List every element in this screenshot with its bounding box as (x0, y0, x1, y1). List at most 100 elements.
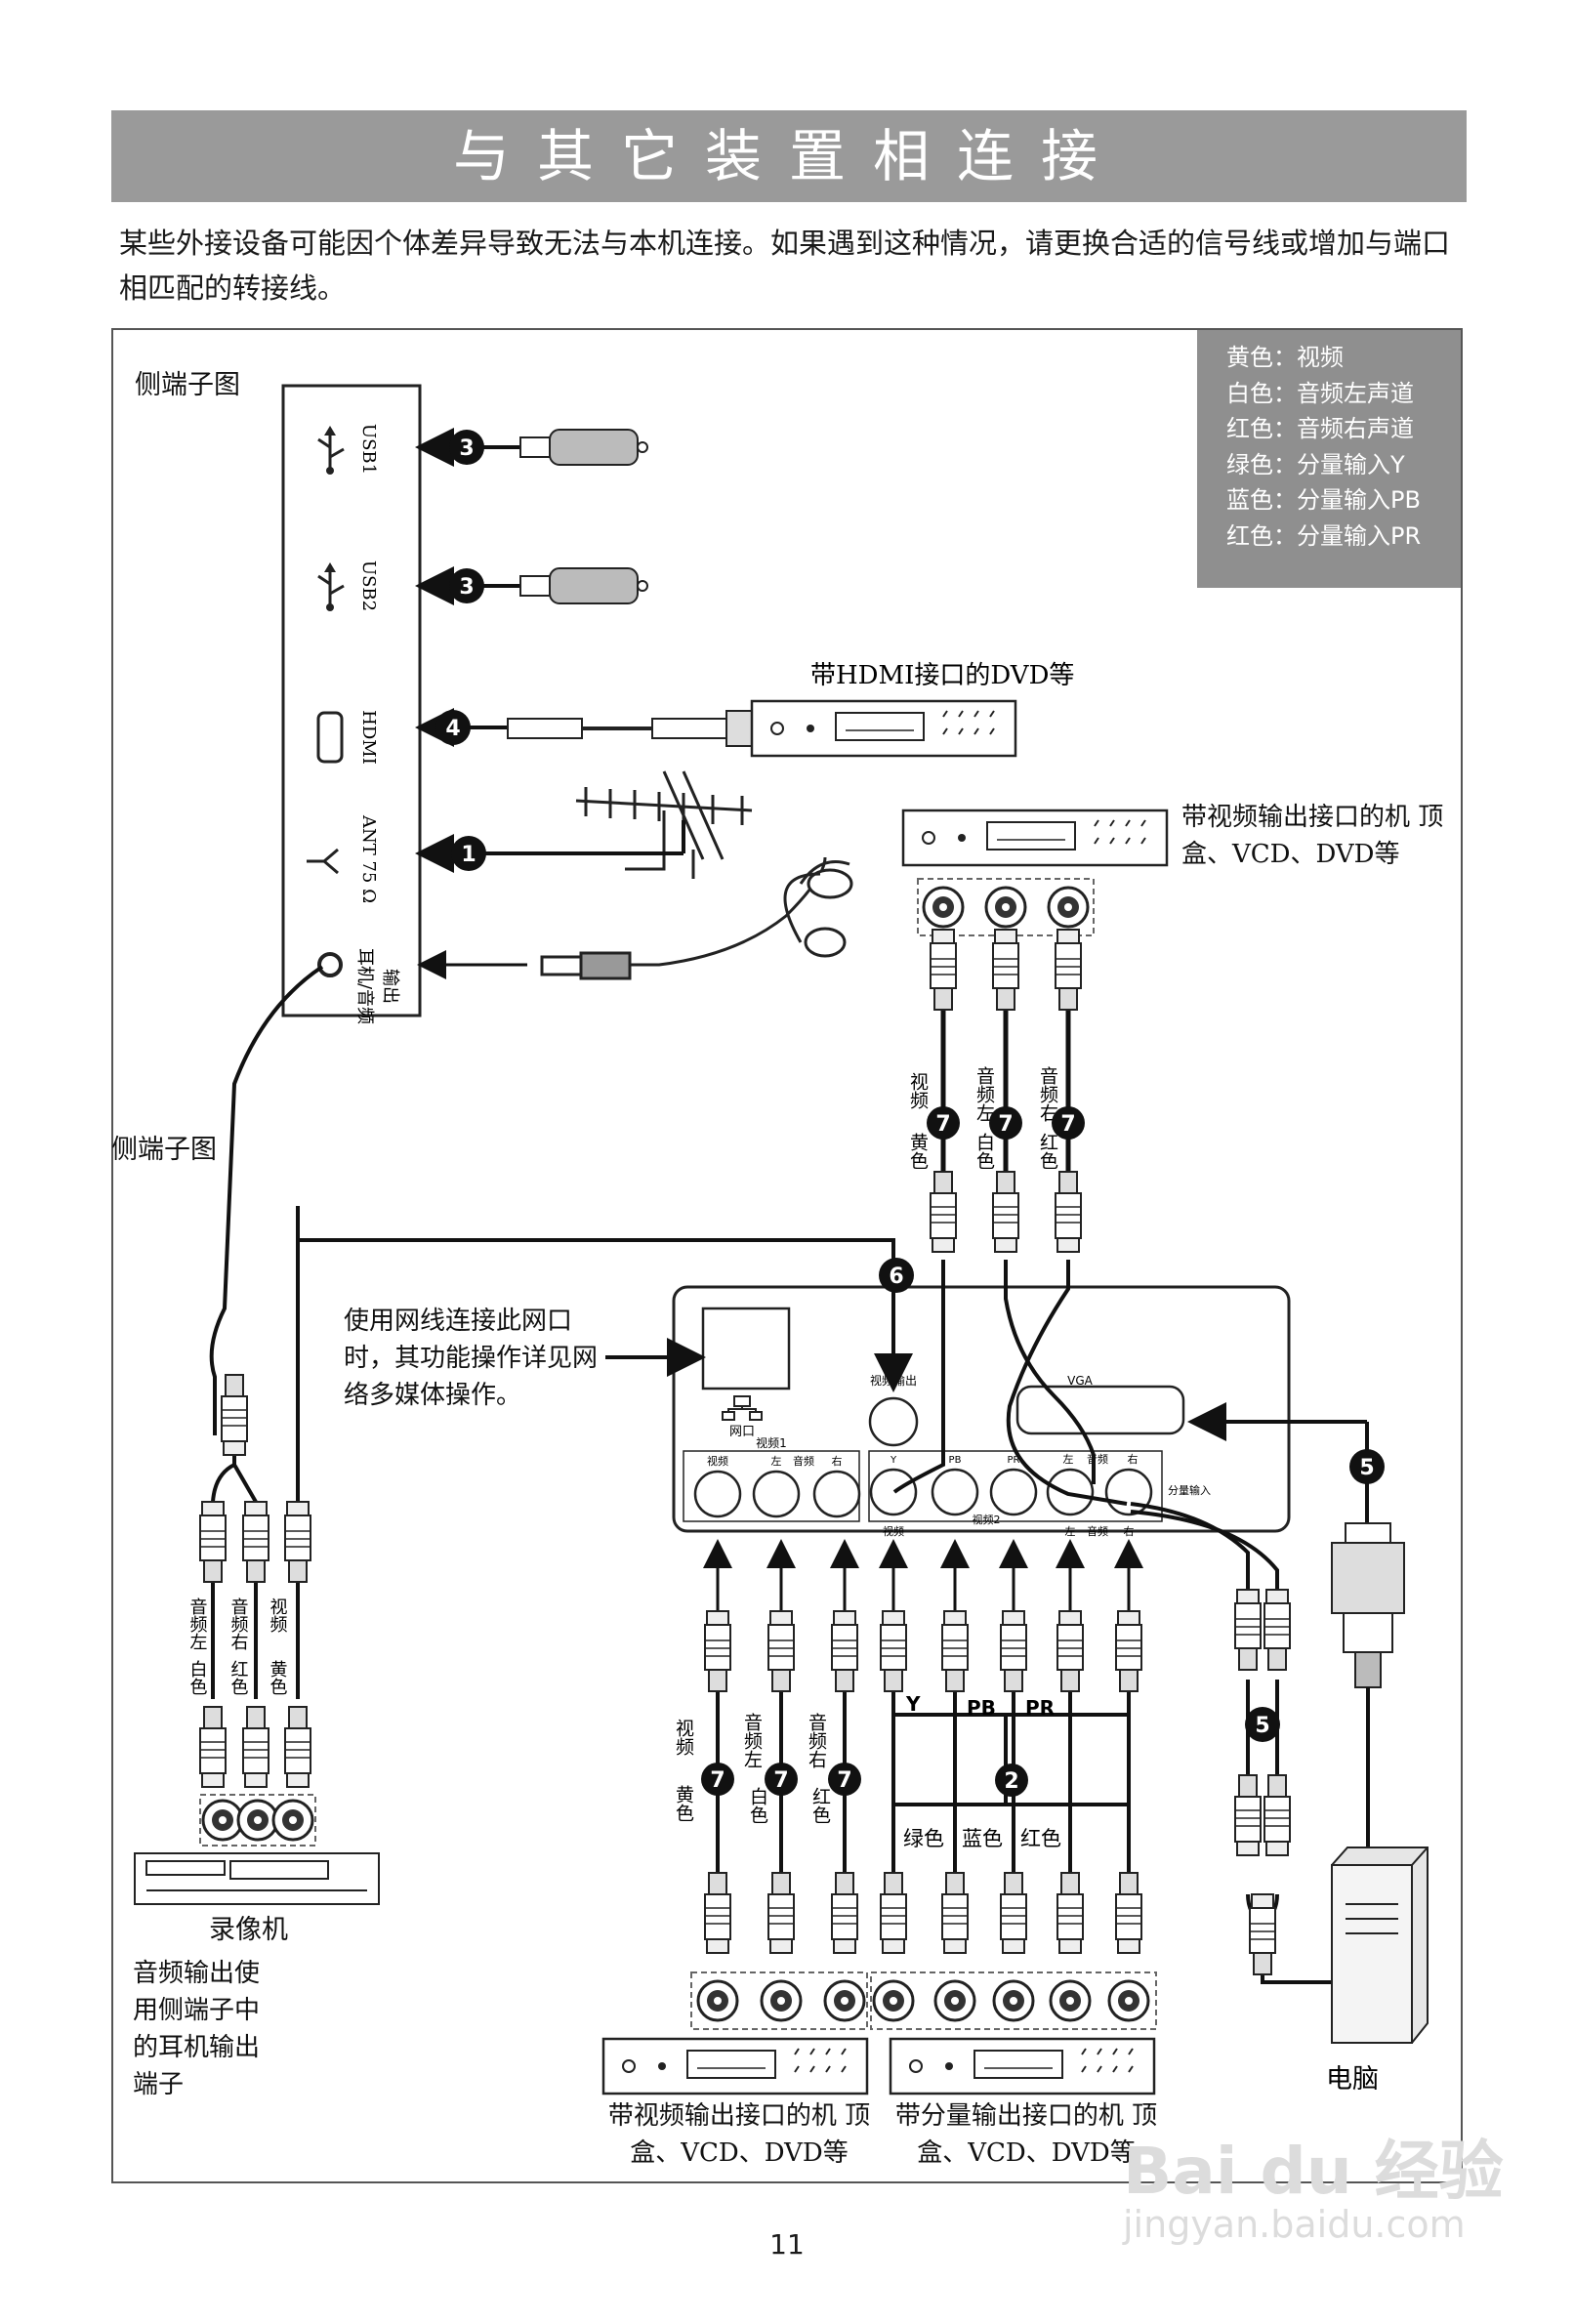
svg-text:3: 3 (459, 575, 474, 600)
vcr-cable-label: 音频右 (228, 1598, 249, 1650)
component-box-bottom-label: 带分量输出接口的机 顶盒、VCD、DVD等 (894, 2101, 1158, 2168)
usb-icon (317, 426, 345, 475)
hdmi-dvd-label: 带HDMI接口的DVD等 (810, 661, 1074, 690)
badge: 7 (989, 1106, 1022, 1140)
network-port[interactable] (701, 1307, 791, 1390)
component-color: 红色 (1020, 1827, 1061, 1850)
video2-jack[interactable] (931, 1468, 979, 1516)
badge: 7 (1052, 1106, 1085, 1140)
badge: 3 (449, 568, 484, 603)
cable-label-white: 白色 (747, 1787, 768, 1824)
pc-tower-icon (1331, 1847, 1429, 2044)
component-in-label: 分量输入 (1168, 1483, 1211, 1497)
network-port-label: 网口 (729, 1425, 755, 1439)
bottom-label: 左 (1065, 1525, 1076, 1538)
video1-group (683, 1450, 860, 1522)
vcr-cable-label: 黄色 (268, 1660, 288, 1695)
watermark-url: jingyan.baidu.com (1123, 2203, 1466, 2246)
component-letter: PB (967, 1696, 996, 1720)
svg-text:5: 5 (1255, 1714, 1269, 1738)
video2-jack[interactable] (989, 1468, 1038, 1516)
svg-text:4: 4 (445, 717, 460, 741)
audio-label: 左 (1063, 1453, 1074, 1466)
legend-item: 蓝色：分量输入PB (1226, 486, 1421, 514)
side-panel (281, 384, 422, 1017)
usb-stick-icon (519, 429, 648, 466)
audio-label: 右 (1128, 1452, 1139, 1466)
component-label: PR (1008, 1455, 1020, 1466)
svg-text:7: 7 (710, 1768, 725, 1793)
cable-label-audio-right: 音频右 (1037, 1066, 1058, 1122)
svg-text:1: 1 (461, 843, 476, 867)
video-out-jack[interactable] (868, 1396, 919, 1447)
component-color: 蓝色 (962, 1827, 1003, 1850)
set-top-box-icon (601, 2037, 869, 2096)
svg-text:7: 7 (935, 1112, 950, 1137)
component-label: PB (949, 1455, 962, 1466)
video-box-bottom-label: 带视频输出接口的机 顶盒、VCD、DVD等 (607, 2101, 871, 2168)
video1-port-label: 音频 (793, 1454, 814, 1468)
vga-label: VGA (1067, 1374, 1094, 1388)
component-label: Y (890, 1455, 897, 1466)
bottom-label: 视频 (883, 1524, 904, 1538)
headphone-label: 输出 (380, 969, 400, 1004)
svg-text:3: 3 (459, 436, 474, 461)
svg-text:7: 7 (773, 1768, 788, 1793)
badge: 7 (765, 1763, 798, 1796)
network-icon (722, 1395, 763, 1421)
network-note: 使用网线连接此网口时，其功能操作详见网络多媒体操作。 (344, 1307, 599, 1410)
cable-label-video: 视频 (907, 1072, 929, 1109)
headphones-icon (540, 856, 853, 980)
dvd-player-icon (750, 699, 1017, 758)
set-top-box-icon (889, 2037, 1156, 2096)
video1-jack[interactable] (693, 1470, 742, 1518)
cable-label-yellow: 黄色 (907, 1133, 929, 1170)
page-number: 11 (769, 2228, 805, 2261)
vcr-cable-label: 白色 (187, 1660, 208, 1695)
badge: 3 (449, 430, 484, 465)
audio-label: 音频 (1087, 1452, 1108, 1466)
legend-item: 白色：音频左声道 (1226, 379, 1414, 407)
badge: 6 (879, 1258, 914, 1293)
svg-text:7: 7 (1060, 1112, 1075, 1137)
hdmi-cable-icon (507, 710, 759, 747)
color-legend: 黄色：视频 白色：音频左声道 红色：音频右声道 绿色：分量输入Y 蓝色：分量输入… (1197, 330, 1461, 588)
video2-jack[interactable] (1104, 1468, 1153, 1516)
legend-item: 红色：分量输入PR (1226, 521, 1422, 550)
svg-text:5: 5 (1359, 1456, 1374, 1480)
cable-label-audio-left: 音频左 (973, 1066, 995, 1122)
cable-label-red: 红色 (809, 1787, 831, 1824)
svg-text:6: 6 (889, 1265, 903, 1289)
vga-port[interactable] (1015, 1385, 1185, 1435)
usb2-label: USB2 (358, 560, 379, 611)
antenna-icon (307, 848, 339, 875)
hdmi-label: HDMI (358, 710, 379, 765)
badge: 4 (435, 710, 471, 745)
video2-jack[interactable] (869, 1468, 918, 1516)
set-top-box-icon (901, 809, 1169, 867)
usb1-label: USB1 (358, 424, 379, 475)
vga-plug-icon (1331, 1522, 1405, 1688)
side-panel-title: 侧端子图 (135, 370, 240, 400)
svg-text:7: 7 (837, 1768, 851, 1793)
bottom-label: 音频 (1087, 1524, 1108, 1538)
cable-label-white: 白色 (973, 1133, 995, 1170)
badge: 7 (828, 1763, 861, 1796)
video2-jack[interactable] (1046, 1468, 1095, 1516)
video1-jack[interactable] (752, 1470, 801, 1518)
vcr-cable-label: 视频 (268, 1598, 288, 1633)
cable-label-audio-left: 音频左 (741, 1713, 763, 1768)
component-color: 绿色 (903, 1827, 944, 1850)
pc-label: 电脑 (1326, 2064, 1379, 2095)
badge: 7 (927, 1106, 960, 1140)
headphone-jack-icon (317, 952, 343, 977)
component-letter: PR (1025, 1696, 1055, 1720)
antenna-icon (575, 770, 753, 879)
vcr-cable-label: 红色 (228, 1660, 249, 1695)
badge: 5 (1245, 1707, 1280, 1742)
video1-jack[interactable] (812, 1470, 861, 1518)
legend-item: 黄色：视频 (1226, 344, 1344, 371)
svg-text:7: 7 (998, 1112, 1013, 1137)
badge: 7 (701, 1763, 734, 1796)
